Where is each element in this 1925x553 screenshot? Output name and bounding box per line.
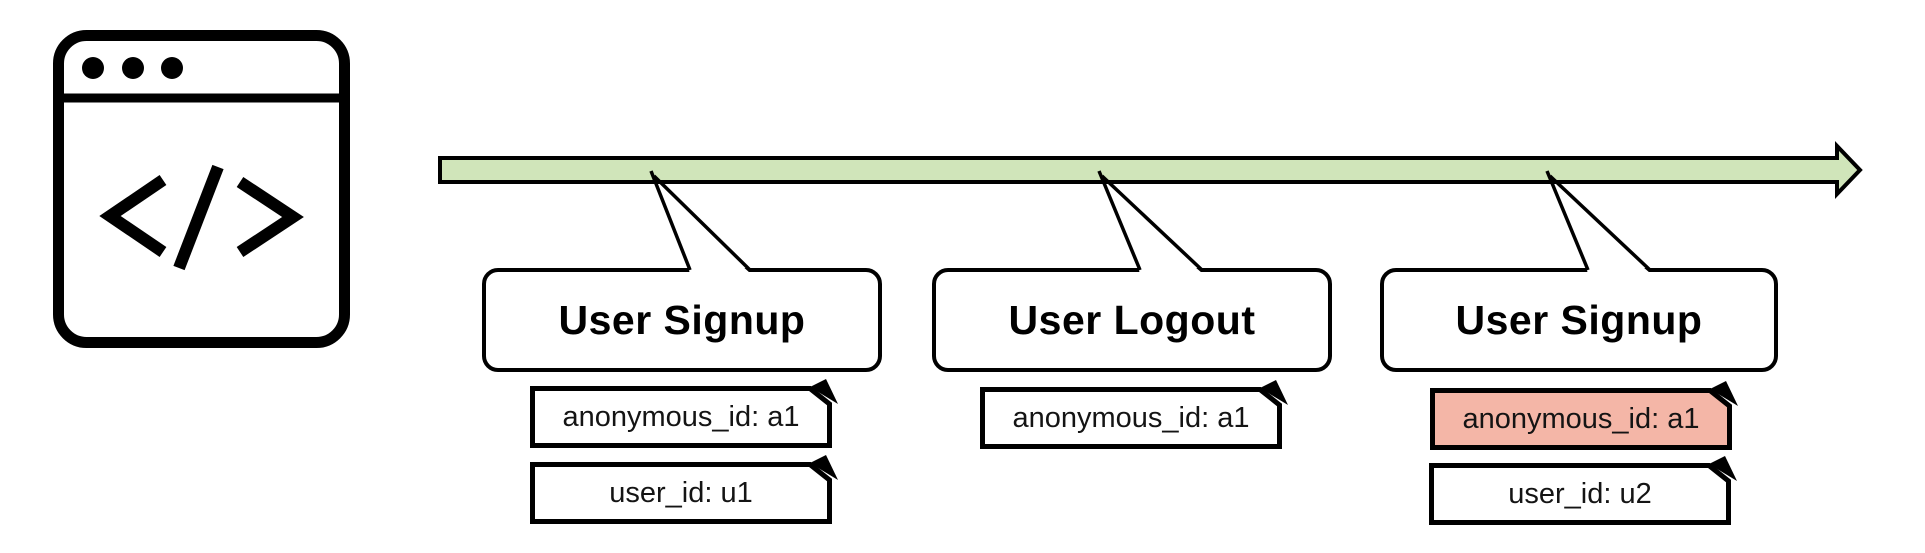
event-title: User Logout xyxy=(1008,296,1256,343)
timeline-arrow xyxy=(438,141,1863,199)
note-tag-shape xyxy=(530,455,838,524)
event-title: User Signup xyxy=(558,296,806,343)
event-box-user-signup-1: User Signup xyxy=(482,268,882,372)
property-tag-anonymous-id-1: anonymous_id: a1 xyxy=(530,379,838,448)
note-tag-shape xyxy=(1430,381,1738,450)
folded-corner-icon xyxy=(810,455,838,480)
event-title: User Signup xyxy=(1455,296,1703,343)
property-tag-label: user_id: u2 xyxy=(1508,477,1652,510)
property-tag-anonymous-id-2: anonymous_id: a1 xyxy=(980,380,1288,449)
folded-corner-icon xyxy=(1709,456,1737,481)
event-callout-tail-2 xyxy=(1097,170,1204,273)
folded-corner-icon xyxy=(810,379,838,404)
browser-window-dots-icon xyxy=(82,57,183,79)
folded-corner-icon xyxy=(1710,381,1738,406)
property-tag-anonymous-id-3-highlighted: anonymous_id: a1 xyxy=(1430,381,1738,450)
event-callout-tail-1 xyxy=(649,170,752,273)
folded-corner-icon xyxy=(1260,380,1288,405)
note-tag-shape xyxy=(530,379,838,448)
property-tag-user-id-1: user_id: u1 xyxy=(530,455,838,524)
event-box-user-signup-2: User Signup xyxy=(1380,268,1778,372)
note-tag-shape xyxy=(980,380,1288,449)
property-tag-user-id-2: user_id: u2 xyxy=(1429,456,1737,525)
property-tag-label: anonymous_id: a1 xyxy=(1012,401,1250,434)
property-tag-label: user_id: u1 xyxy=(609,476,753,509)
event-box-user-logout: User Logout xyxy=(932,268,1332,372)
browser-code-icon xyxy=(53,30,350,348)
event-callout-tail-3 xyxy=(1545,170,1652,273)
property-tag-label: anonymous_id: a1 xyxy=(562,400,800,433)
browser-window-shape xyxy=(53,30,350,348)
property-tag-label: anonymous_id: a1 xyxy=(1462,402,1700,435)
code-glyph-icon xyxy=(99,164,304,271)
note-tag-shape xyxy=(1429,456,1737,525)
